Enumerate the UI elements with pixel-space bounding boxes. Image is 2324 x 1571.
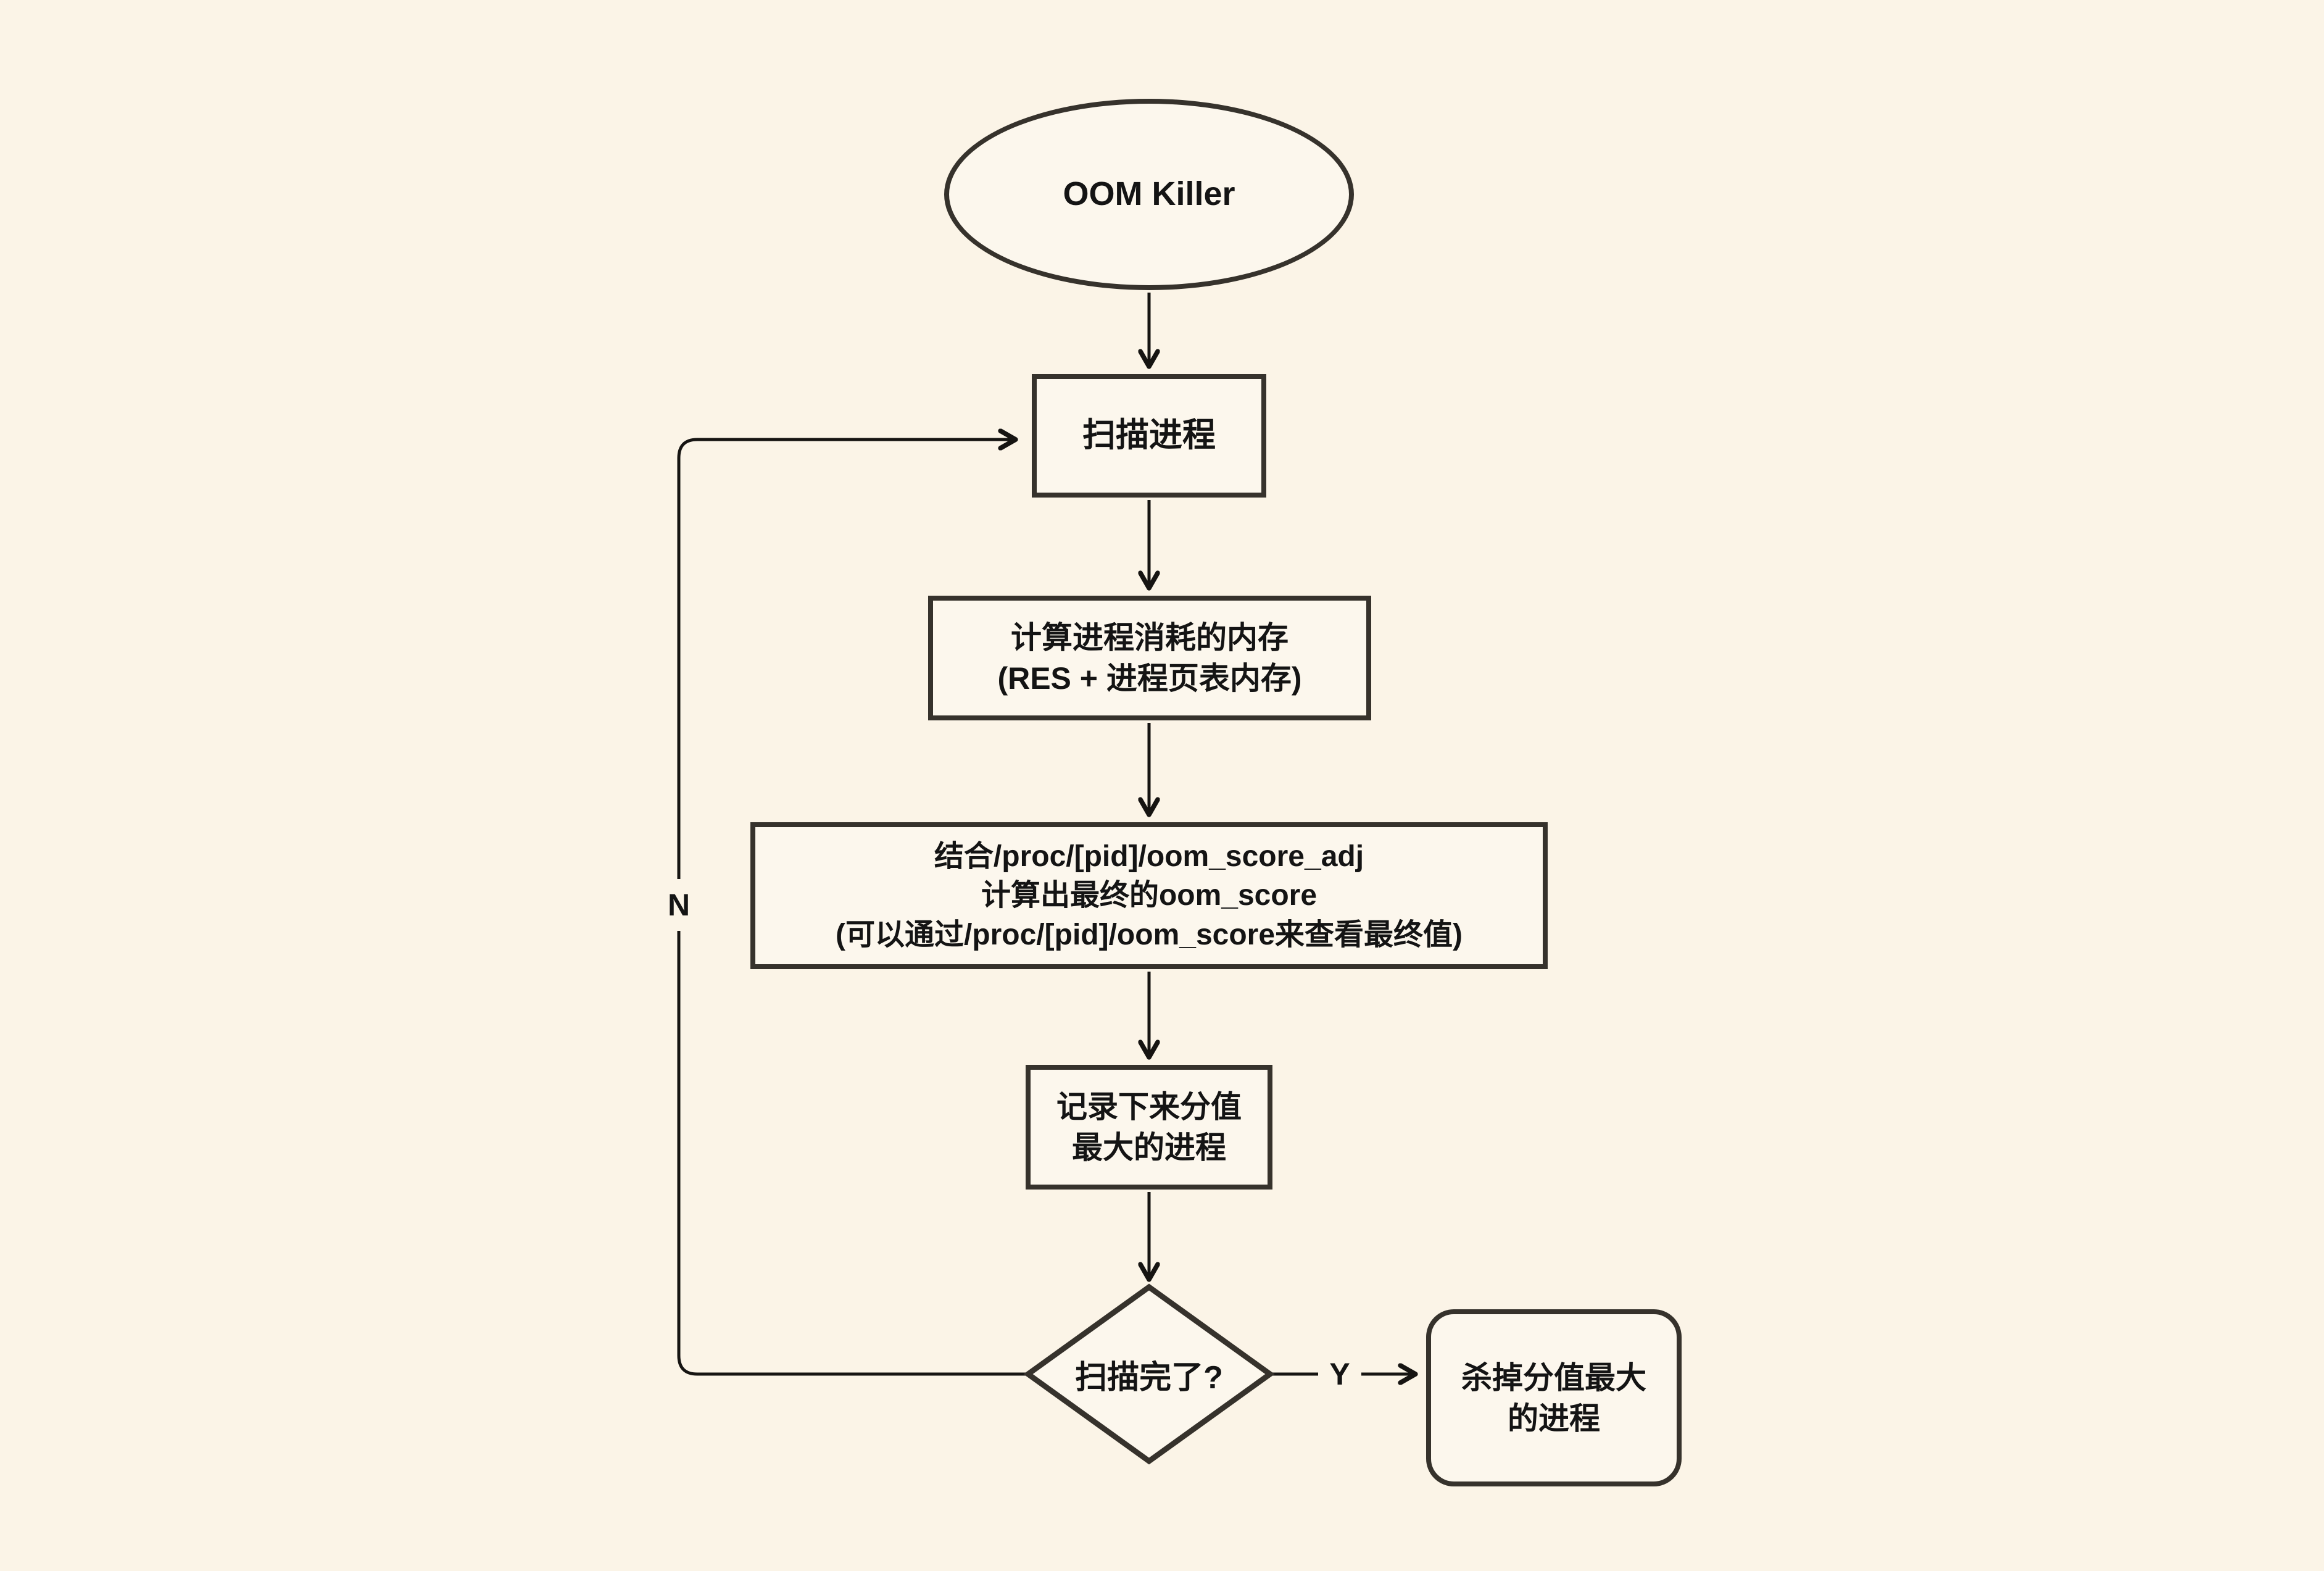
node-decision-label: 扫描完了? — [1075, 1359, 1223, 1396]
decision-diamond-shape — [1023, 1283, 1275, 1465]
node-record-max-score-label: 记录下来分值 最大的进程 — [1056, 1090, 1242, 1165]
node-calc-oom-score: 结合/proc/[pid]/oom_score_adj 计算出最终的oom_sc… — [750, 822, 1548, 969]
node-start-oom-killer: OOM Killer — [944, 99, 1354, 290]
node-record-max-score: 记录下来分值 最大的进程 — [1026, 1065, 1272, 1190]
node-scan-process: 扫描进程 — [1032, 374, 1266, 498]
node-calc-oom-score-label: 结合/proc/[pid]/oom_score_adj 计算出最终的oom_sc… — [835, 840, 1463, 951]
node-decision-scan-done: 扫描完了? — [1028, 1324, 1270, 1424]
node-start-label: OOM Killer — [1063, 175, 1235, 213]
node-kill-label: 杀掉分值最大 的进程 — [1461, 1360, 1646, 1436]
node-calc-memory-label: 计算进程消耗的内存 (RES + 进程页表内存) — [997, 620, 1302, 696]
edge-label-no: N — [657, 879, 701, 931]
node-calc-memory: 计算进程消耗的内存 (RES + 进程页表内存) — [928, 596, 1371, 720]
edge-label-yes-text: Y — [1329, 1357, 1350, 1391]
edge-label-yes: Y — [1318, 1348, 1361, 1400]
edge-label-no-text: N — [667, 888, 691, 922]
node-kill-max-process: 杀掉分值最大 的进程 — [1426, 1309, 1682, 1486]
node-scan-label: 扫描进程 — [1082, 417, 1216, 454]
